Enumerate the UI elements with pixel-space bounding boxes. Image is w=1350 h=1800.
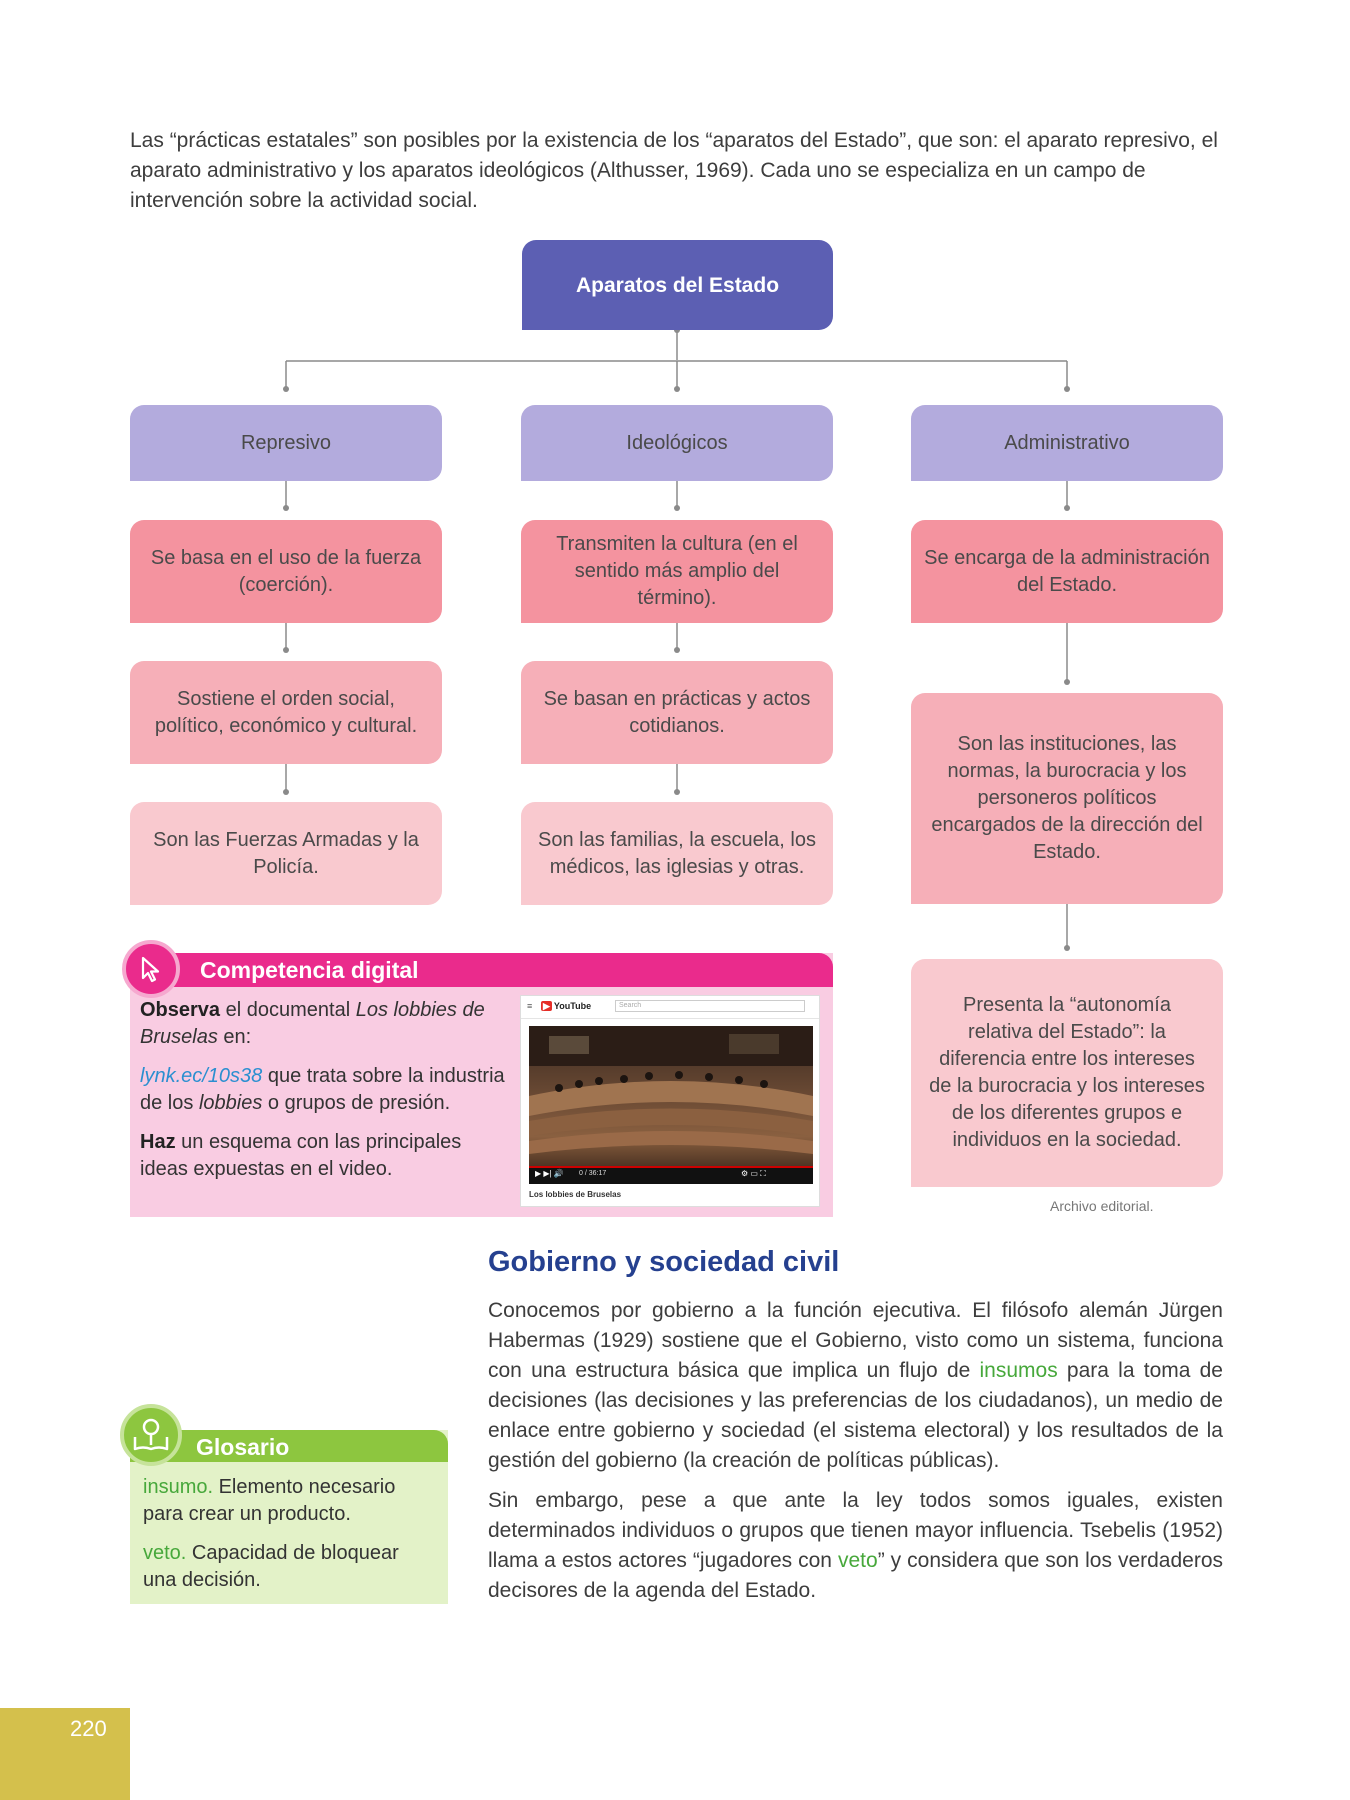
category-represivo: Represivo: [130, 405, 442, 481]
glosario-title: Glosario: [196, 1434, 290, 1460]
menu-icon: ≡: [527, 1001, 533, 1011]
cursor-icon-svg: [141, 956, 160, 983]
section-paragraph-2: Sin embargo, pese a que ante la ley todo…: [488, 1486, 1223, 1606]
intro-paragraph: Las “prácticas estatales” son posibles p…: [130, 129, 1218, 212]
glosario-term-insumo: insumo.: [143, 1476, 214, 1498]
book-icon-svg: [133, 1418, 169, 1451]
haz-label: Haz: [140, 1131, 176, 1153]
competencia-p1-end: en:: [217, 1026, 252, 1048]
video-link[interactable]: lynk.ec/10s38: [140, 1065, 263, 1087]
category-administrativo: Administrativo: [911, 405, 1223, 481]
competencia-text: Observa el documental Los lobbies de Bru…: [140, 997, 510, 1195]
administrativo-item-3: Presenta la “autonomía relativa del Esta…: [911, 959, 1223, 1187]
represivo-item-2: Sostiene el orden social, político, econ…: [130, 661, 442, 764]
video-caption: Los lobbies de Bruselas: [529, 1190, 622, 1199]
video-thumbnail[interactable]: ≡ ▶YouTube Search ▶ ▶| 🔊 0 /: [520, 995, 820, 1207]
represivo-item-3: Son las Fuerzas Armadas y la Policía.: [130, 802, 442, 905]
glosario-box: Glosario insumo. Elemento necesario para…: [130, 1430, 448, 1604]
competencia-p1-text: el documental: [220, 999, 356, 1021]
parliament-image: [529, 1026, 813, 1184]
lobbies-term: lobbies: [198, 1092, 263, 1114]
term-veto: veto: [837, 1549, 878, 1572]
represivo-item-1: Se basa en el uso de la fuerza (coerción…: [130, 520, 442, 623]
ideologicos-item-3: Son las familias, la escuela, los médico…: [521, 802, 833, 905]
p2-text-b: ” y considera que son los verdaderos dec…: [488, 1549, 1224, 1602]
glosario-def-insumo: Elemento necesario para crear un product…: [143, 1476, 396, 1525]
book-magnifier-icon: [120, 1404, 182, 1466]
section-body: Conocemos por gobierno a la función ejec…: [488, 1296, 1223, 1616]
video-time: 0 / 36:17: [579, 1170, 607, 1177]
page-number: 220: [70, 1716, 107, 1741]
ideologicos-item-2: Se basan en prácticas y actos cotidianos…: [521, 661, 833, 764]
video-controls-icon[interactable]: ⚙ ▭ ⛶: [741, 1169, 766, 1178]
competencia-p2-end: o grupos de presión.: [262, 1092, 451, 1114]
competencia-title: Competencia digital: [200, 957, 419, 983]
p1-text-a: Conocemos por gobierno a la función ejec…: [488, 1299, 1223, 1382]
section-paragraph-1: Conocemos por gobierno a la función ejec…: [488, 1296, 1223, 1476]
p1-text-b: para la toma de decisiones (las decision…: [488, 1359, 1223, 1472]
glosario-def-veto: Capacidad de bloquear una decisión.: [143, 1542, 399, 1591]
competencia-p3-text: un esquema con las principales ideas exp…: [140, 1131, 462, 1180]
image-credit: Archivo editorial.: [1050, 1198, 1154, 1214]
term-insumos: insumos: [979, 1359, 1058, 1382]
administrativo-item-1: Se encarga de la administración del Esta…: [911, 520, 1223, 623]
diagram-root: Aparatos del Estado: [522, 240, 833, 330]
glosario-text: insumo. Elemento necesario para crear un…: [143, 1474, 433, 1606]
youtube-logo-text: YouTube: [553, 1001, 592, 1011]
administrativo-item-2: Son las instituciones, las normas, la bu…: [911, 693, 1223, 904]
category-ideologicos: Ideológicos: [521, 405, 833, 481]
youtube-search: Search: [615, 1000, 805, 1012]
glosario-term-veto: veto.: [143, 1542, 187, 1564]
play-icon[interactable]: ▶ ▶| 🔊: [535, 1169, 564, 1178]
youtube-logo: ▶YouTube: [541, 1001, 592, 1011]
observa-label: Observa: [140, 999, 221, 1021]
ideologicos-item-1: Transmiten la cultura (en el sentido más…: [521, 520, 833, 623]
documentary-title: Los lobbies de Bruselas: [140, 999, 485, 1048]
cursor-icon: [122, 940, 180, 998]
section-title: Gobierno y sociedad civil: [488, 1246, 840, 1278]
video-frame: ▶ ▶| 🔊 0 / 36:17 ⚙ ▭ ⛶: [529, 1026, 813, 1184]
glosario-header: Glosario: [130, 1430, 448, 1462]
youtube-header: ≡ ▶YouTube Search: [521, 996, 819, 1019]
competencia-p2-text: que trata sobre la industria de los: [140, 1065, 505, 1114]
page-number-tab: [0, 1708, 130, 1800]
p2-text-a: Sin embargo, pese a que ante la ley todo…: [488, 1489, 1223, 1572]
competencia-digital-box: Competencia digital Observa el documenta…: [130, 953, 833, 1217]
competencia-header: Competencia digital: [130, 953, 833, 987]
